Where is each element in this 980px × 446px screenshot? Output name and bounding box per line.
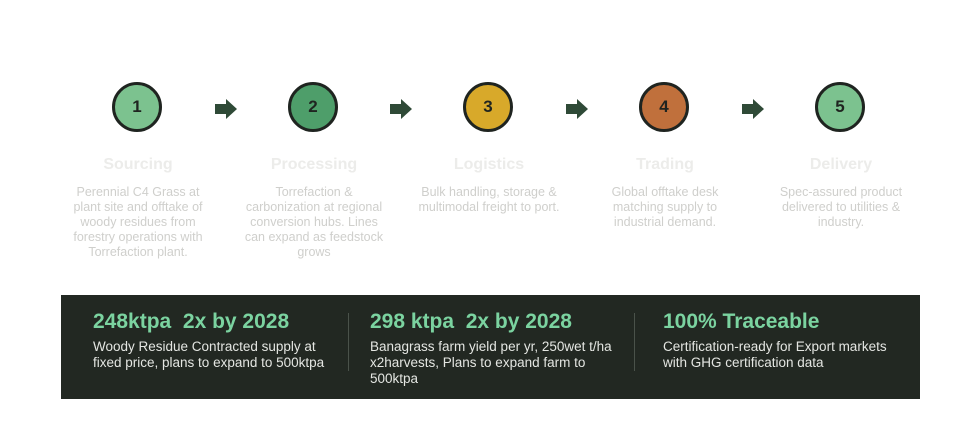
step-4-number: 4 [659,97,669,116]
stats-bar: 248ktpa 2x by 2028 Woody Residue Contrac… [61,295,920,399]
step-1-circle: 1 [112,82,162,132]
step-5-number: 5 [835,97,845,116]
divider [634,313,635,371]
stat-headline: 100% Traceable [663,310,820,333]
step-4-description: Global offtake desk matching supply to i… [611,185,719,229]
stat-banagrass: 298 ktpa 2x by 2028 Banagrass farm yield… [370,309,615,387]
step-3-title: Logistics [453,156,525,173]
step-3-circle: 3 [463,82,513,132]
stat-headline: 248ktpa 2x by 2028 [93,310,290,333]
stat-text: Banagrass farm yield per yr, 250wet t/ha… [370,339,612,386]
step-2-circle: 2 [288,82,338,132]
step-2-number: 2 [308,97,318,116]
stat-headline: 298 ktpa 2x by 2028 [370,310,572,333]
step-1-number: 1 [132,97,142,116]
step-5-description: Spec-assured product delivered to utilit… [779,185,903,229]
stat-text: Woody Residue Contracted supply at fixed… [93,339,325,370]
step-2-title: Processing [270,156,358,173]
step-5-title: Delivery [809,156,873,173]
step-5-circle: 5 [815,82,865,132]
stat-text: Certification-ready for Export markets w… [663,339,887,370]
step-2-description: Torrefaction & carbonization at regional… [244,185,384,259]
step-1-title: Sourcing [103,156,173,173]
step-3-description: Bulk handling, storage & multimodal frei… [418,185,560,214]
stat-traceable: 100% Traceable Certification-ready for E… [663,309,903,371]
step-4-circle: 4 [639,82,689,132]
arrow-right-icon [215,99,237,119]
arrow-right-icon [390,99,412,119]
arrow-right-icon [742,99,764,119]
step-1-description: Perennial C4 Grass at plant site and off… [73,185,203,259]
divider [348,313,349,371]
arrow-right-icon [566,99,588,119]
step-4-title: Trading [636,156,694,173]
stat-woody-residue: 248ktpa 2x by 2028 Woody Residue Contrac… [93,309,325,371]
step-3-number: 3 [483,97,493,116]
